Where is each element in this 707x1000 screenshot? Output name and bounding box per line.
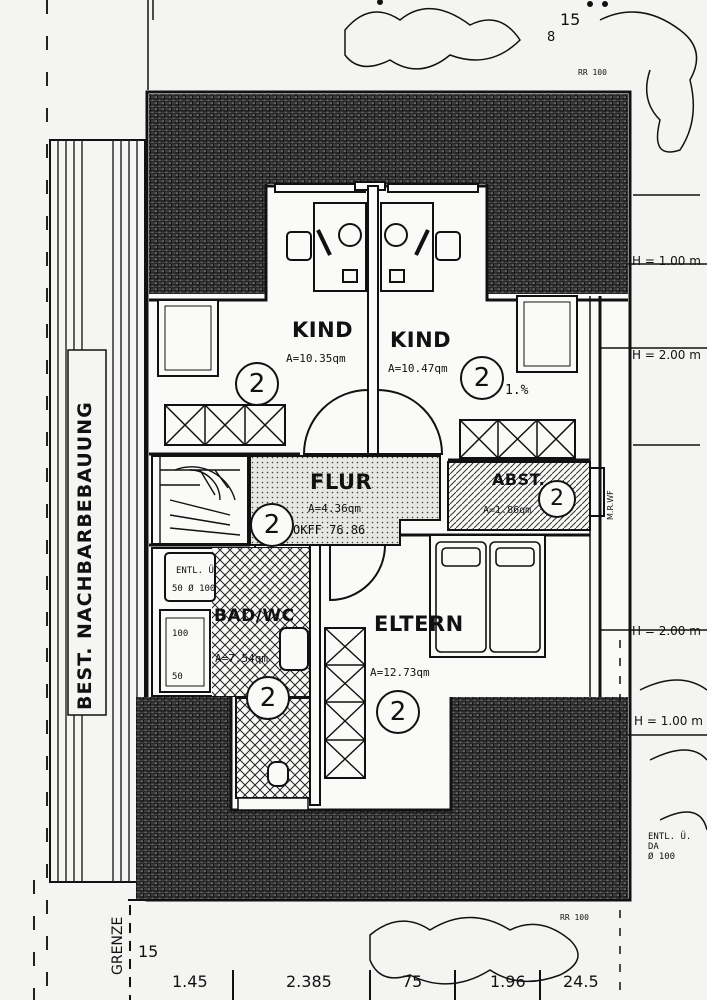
bad-label: BAD/WC xyxy=(214,606,295,626)
kind-right-area: A=10.47qm xyxy=(388,362,448,375)
abst-number: 2 xyxy=(538,480,576,518)
kind-left-label: KIND xyxy=(292,318,354,342)
kind-right-number: 2 xyxy=(460,356,504,400)
abst-area: A=1.86qm xyxy=(483,505,532,516)
dimension-1-45: 1.45 xyxy=(172,972,208,991)
neighbor-building-label: BEST. NACHBARBEBAUUNG xyxy=(74,401,96,710)
abst-label: ABST. xyxy=(492,470,546,489)
rainpipe-top: RR 100 xyxy=(578,68,607,77)
kind-left-area: A=10.35qm xyxy=(286,352,346,365)
dimension-15: 15 xyxy=(138,942,159,961)
eltern-area: A=12.73qm xyxy=(370,666,430,679)
eltern-label: ELTERN xyxy=(374,612,464,636)
dimension-24-5: 24.5 xyxy=(563,972,599,991)
height-1: H = 1.00 m xyxy=(632,254,701,268)
tub-length: 100 xyxy=(172,629,189,639)
vent-note: ENTL. Ü. DA xyxy=(648,832,692,852)
bad-number: 2 xyxy=(246,676,290,720)
vent-size: Ø 100 xyxy=(648,852,676,862)
eltern-number: 2 xyxy=(376,690,420,734)
dimension-75: 75 xyxy=(402,972,423,991)
dimension-1-96: 1.96 xyxy=(490,972,526,991)
height-2: H = 2.00 m xyxy=(632,348,701,362)
bad-vent-label: ENTL. Ü xyxy=(176,566,214,576)
height-4: H = 1.00 m xyxy=(634,714,703,728)
flur-label: FLUR xyxy=(310,470,373,494)
slope-label: 1.% xyxy=(505,383,529,398)
kind-left-number: 2 xyxy=(235,362,279,406)
dimension-2-385: 2.385 xyxy=(286,972,332,991)
bad-vent-size: 50 Ø 100 xyxy=(172,584,216,594)
rainpipe-bottom: RR 100 xyxy=(560,913,589,922)
flur-number: 2 xyxy=(250,503,294,547)
top-number-15: 15 xyxy=(560,10,581,29)
tub-width: 50 xyxy=(172,672,183,682)
height-3: H = 2.00 m xyxy=(632,624,701,638)
boundary-label: GRENZE xyxy=(110,916,126,975)
flur-area: A=4.36qm xyxy=(308,502,361,515)
kind-right-label: KIND xyxy=(390,328,452,352)
flur-okff: OKFF 76.86 xyxy=(293,523,366,537)
top-number-8: 8 xyxy=(547,30,556,45)
side-marker: M.R.WF xyxy=(606,490,615,520)
bad-area: A=7.54qm xyxy=(215,652,268,665)
